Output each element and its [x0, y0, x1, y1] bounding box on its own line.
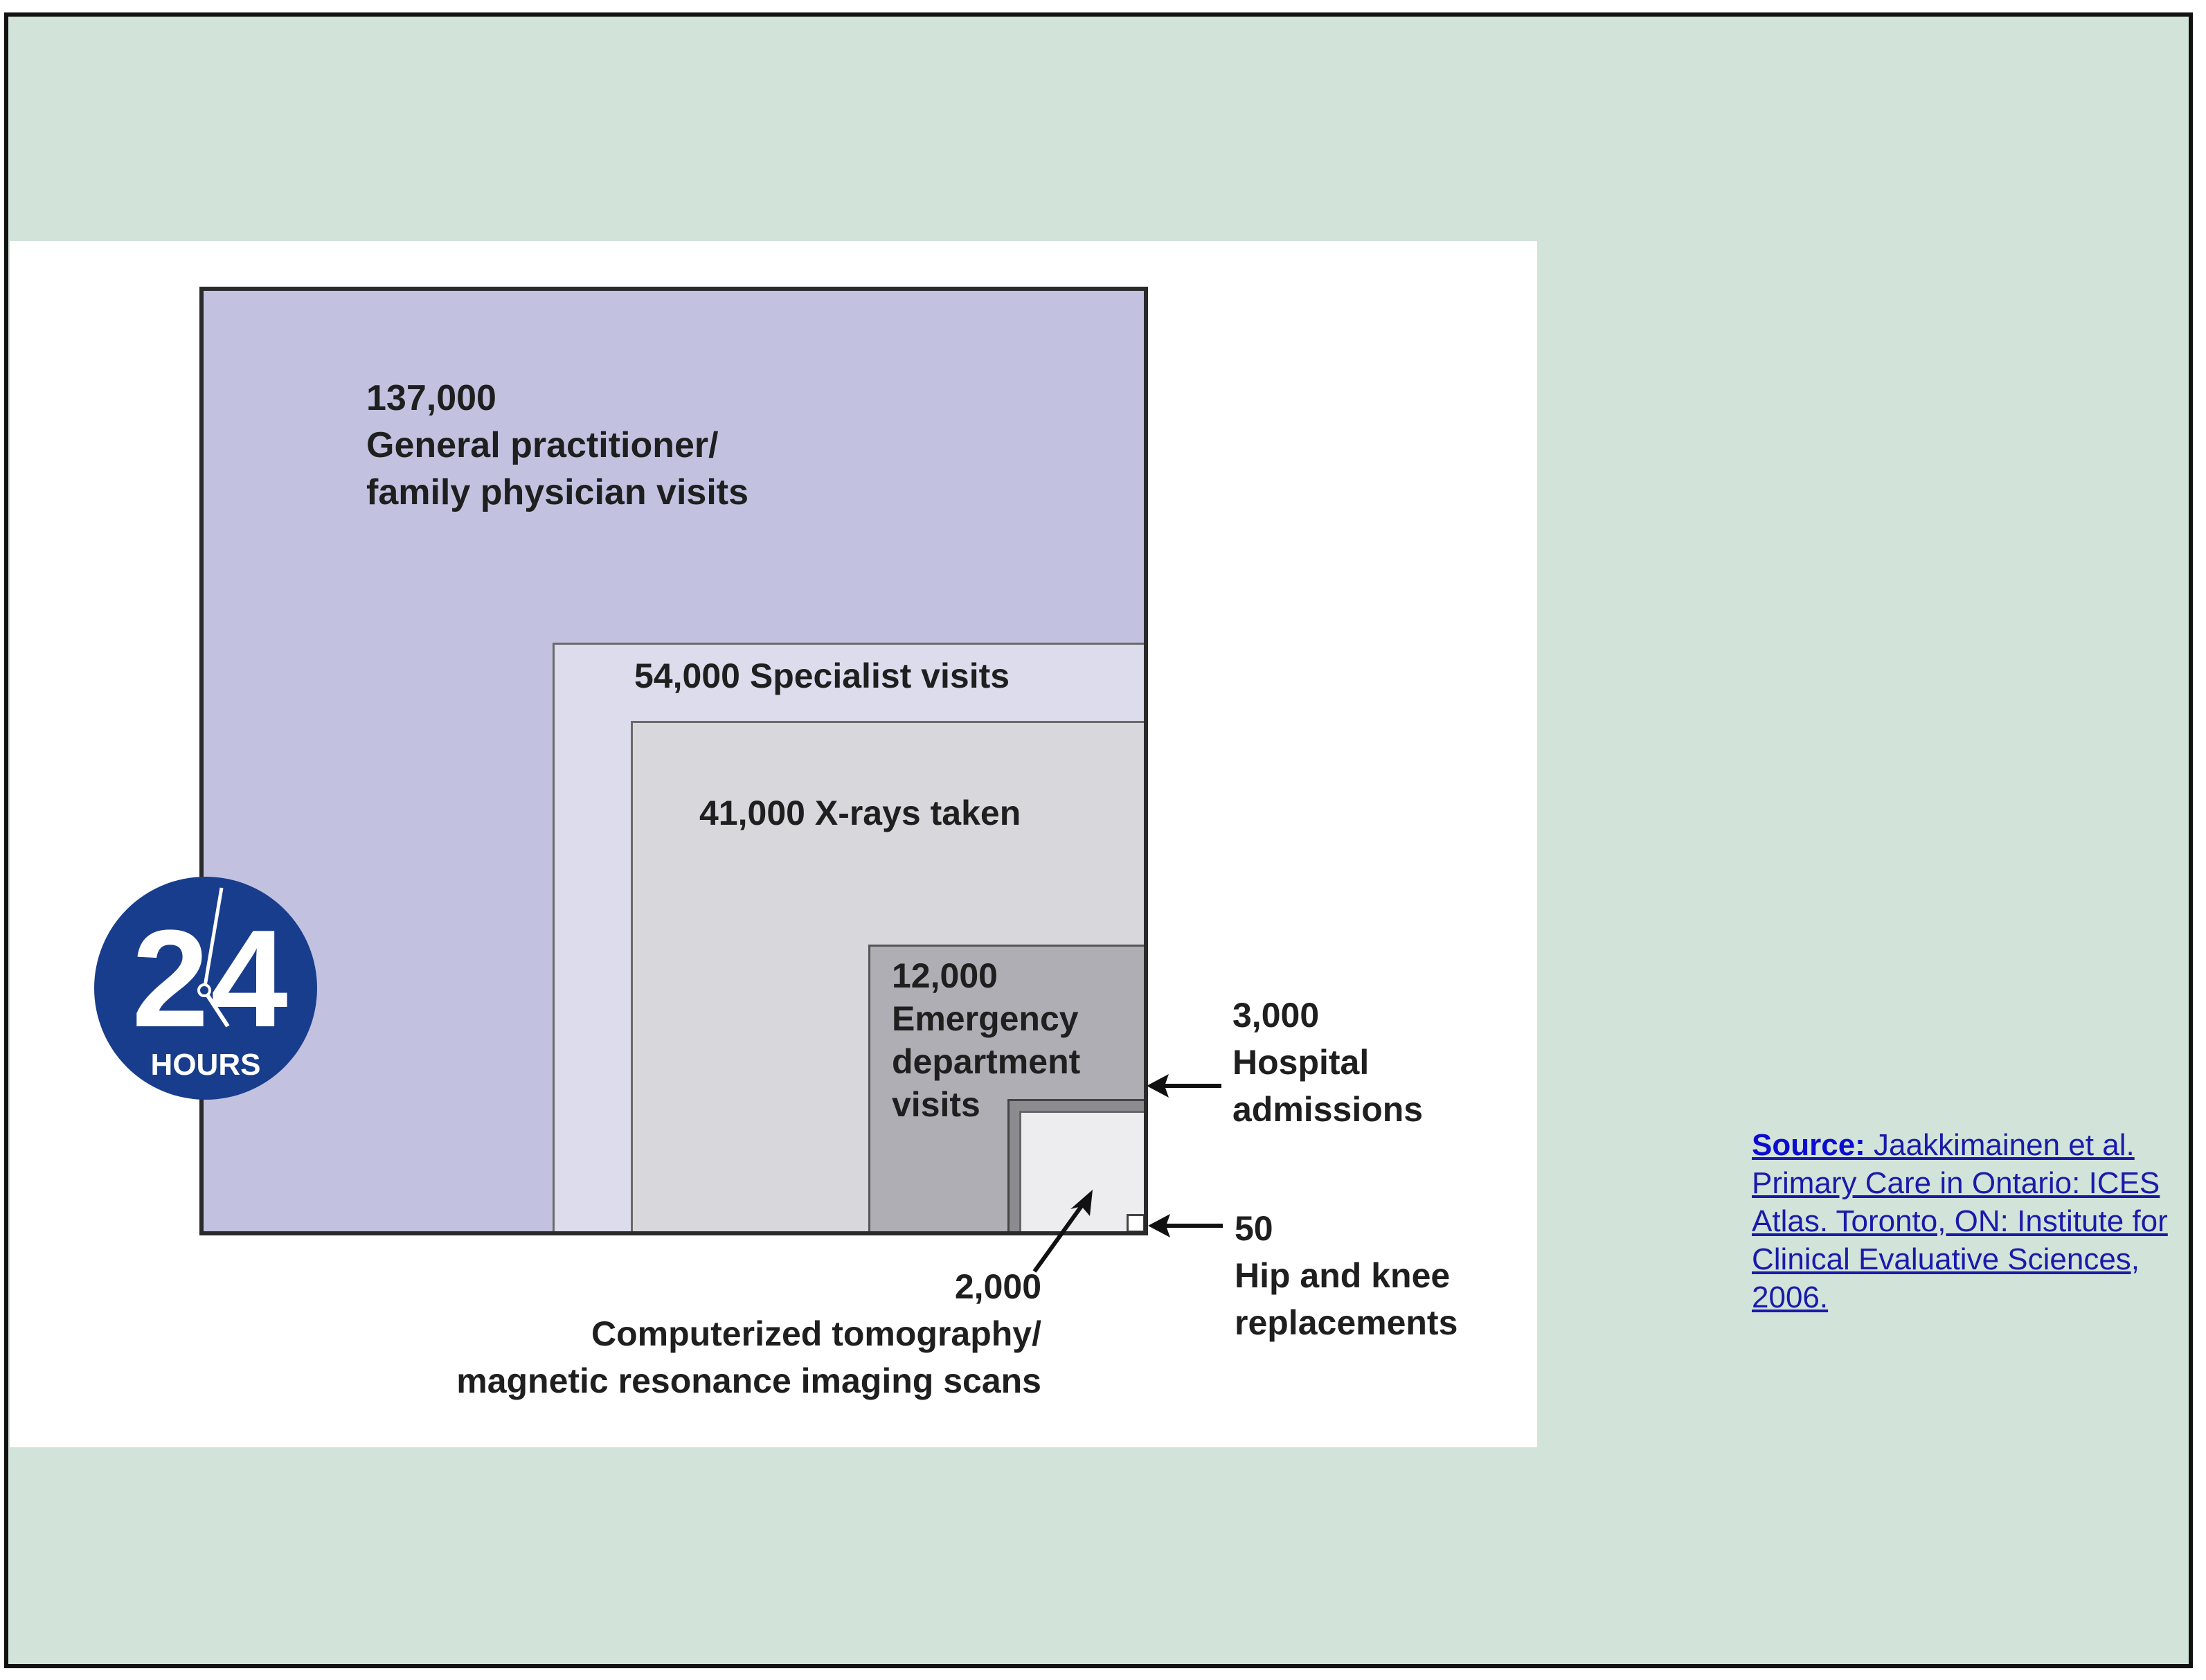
xray-text: X-rays taken	[814, 794, 1021, 832]
source-text: Jaakkimainen et al. Primary Care in Onta…	[1752, 1128, 2168, 1314]
ct-mri-arrow-icon	[1032, 1190, 1093, 1273]
gp-text-line2: family physician visits	[366, 472, 749, 512]
badge-digit-right: 4	[210, 902, 287, 1056]
specialist-label: 54,000 Specialist visits	[634, 652, 1010, 699]
xray-value: 41,000	[699, 794, 805, 832]
gp-label: 137,000 General practitioner/ family phy…	[366, 375, 748, 516]
badge-caption: HOURS	[151, 1048, 261, 1082]
gp-value: 137,000	[366, 378, 496, 418]
emergency-text-line1: Emergency	[892, 999, 1079, 1038]
source-label: Source:	[1752, 1128, 1865, 1162]
emergency-value: 12,000	[892, 956, 998, 995]
emergency-text-line2: department	[892, 1042, 1081, 1081]
hip-knee-label: 50 Hip and knee replacements	[1235, 1205, 1458, 1346]
hospital-text-line2: admissions	[1232, 1090, 1424, 1129]
emergency-text-line3: visits	[892, 1085, 980, 1124]
hospital-text-line1: Hospital	[1232, 1043, 1370, 1082]
hospital-label: 3,000 Hospital admissions	[1232, 992, 1423, 1133]
xray-label: 41,000 X-rays taken	[699, 789, 1021, 837]
24-hours-clock-icon: 2 4 HOURS	[94, 877, 317, 1100]
hip-knee-arrow-icon	[1148, 1214, 1223, 1237]
badge-digit-left: 2	[132, 902, 208, 1056]
source-citation-link[interactable]: Source: Jaakkimainen et al. Primary Care…	[1752, 1126, 2188, 1316]
hip-knee-text-line1: Hip and knee	[1235, 1256, 1451, 1295]
specialist-text: Specialist visits	[749, 656, 1010, 695]
specialist-value: 54,000	[634, 656, 740, 695]
emergency-label: 12,000 Emergency department visits	[892, 954, 1080, 1126]
diagram-panel: 137,000 General practitioner/ family phy…	[10, 241, 1537, 1447]
outer-edge	[199, 287, 1148, 1235]
hip-knee-value: 50	[1235, 1209, 1273, 1248]
gp-text-line1: General practitioner/	[366, 425, 719, 465]
ct-mri-value: 2,000	[954, 1267, 1041, 1306]
hospital-value: 3,000	[1232, 996, 1320, 1035]
ct-mri-text-line2: magnetic resonance imaging scans	[456, 1361, 1041, 1400]
ct-mri-label: 2,000 Computerized tomography/ magnetic …	[377, 1263, 1041, 1404]
ct-mri-text-line1: Computerized tomography/	[591, 1314, 1041, 1353]
hip-knee-text-line2: replacements	[1235, 1303, 1458, 1342]
hospital-arrow-icon	[1147, 1074, 1221, 1098]
